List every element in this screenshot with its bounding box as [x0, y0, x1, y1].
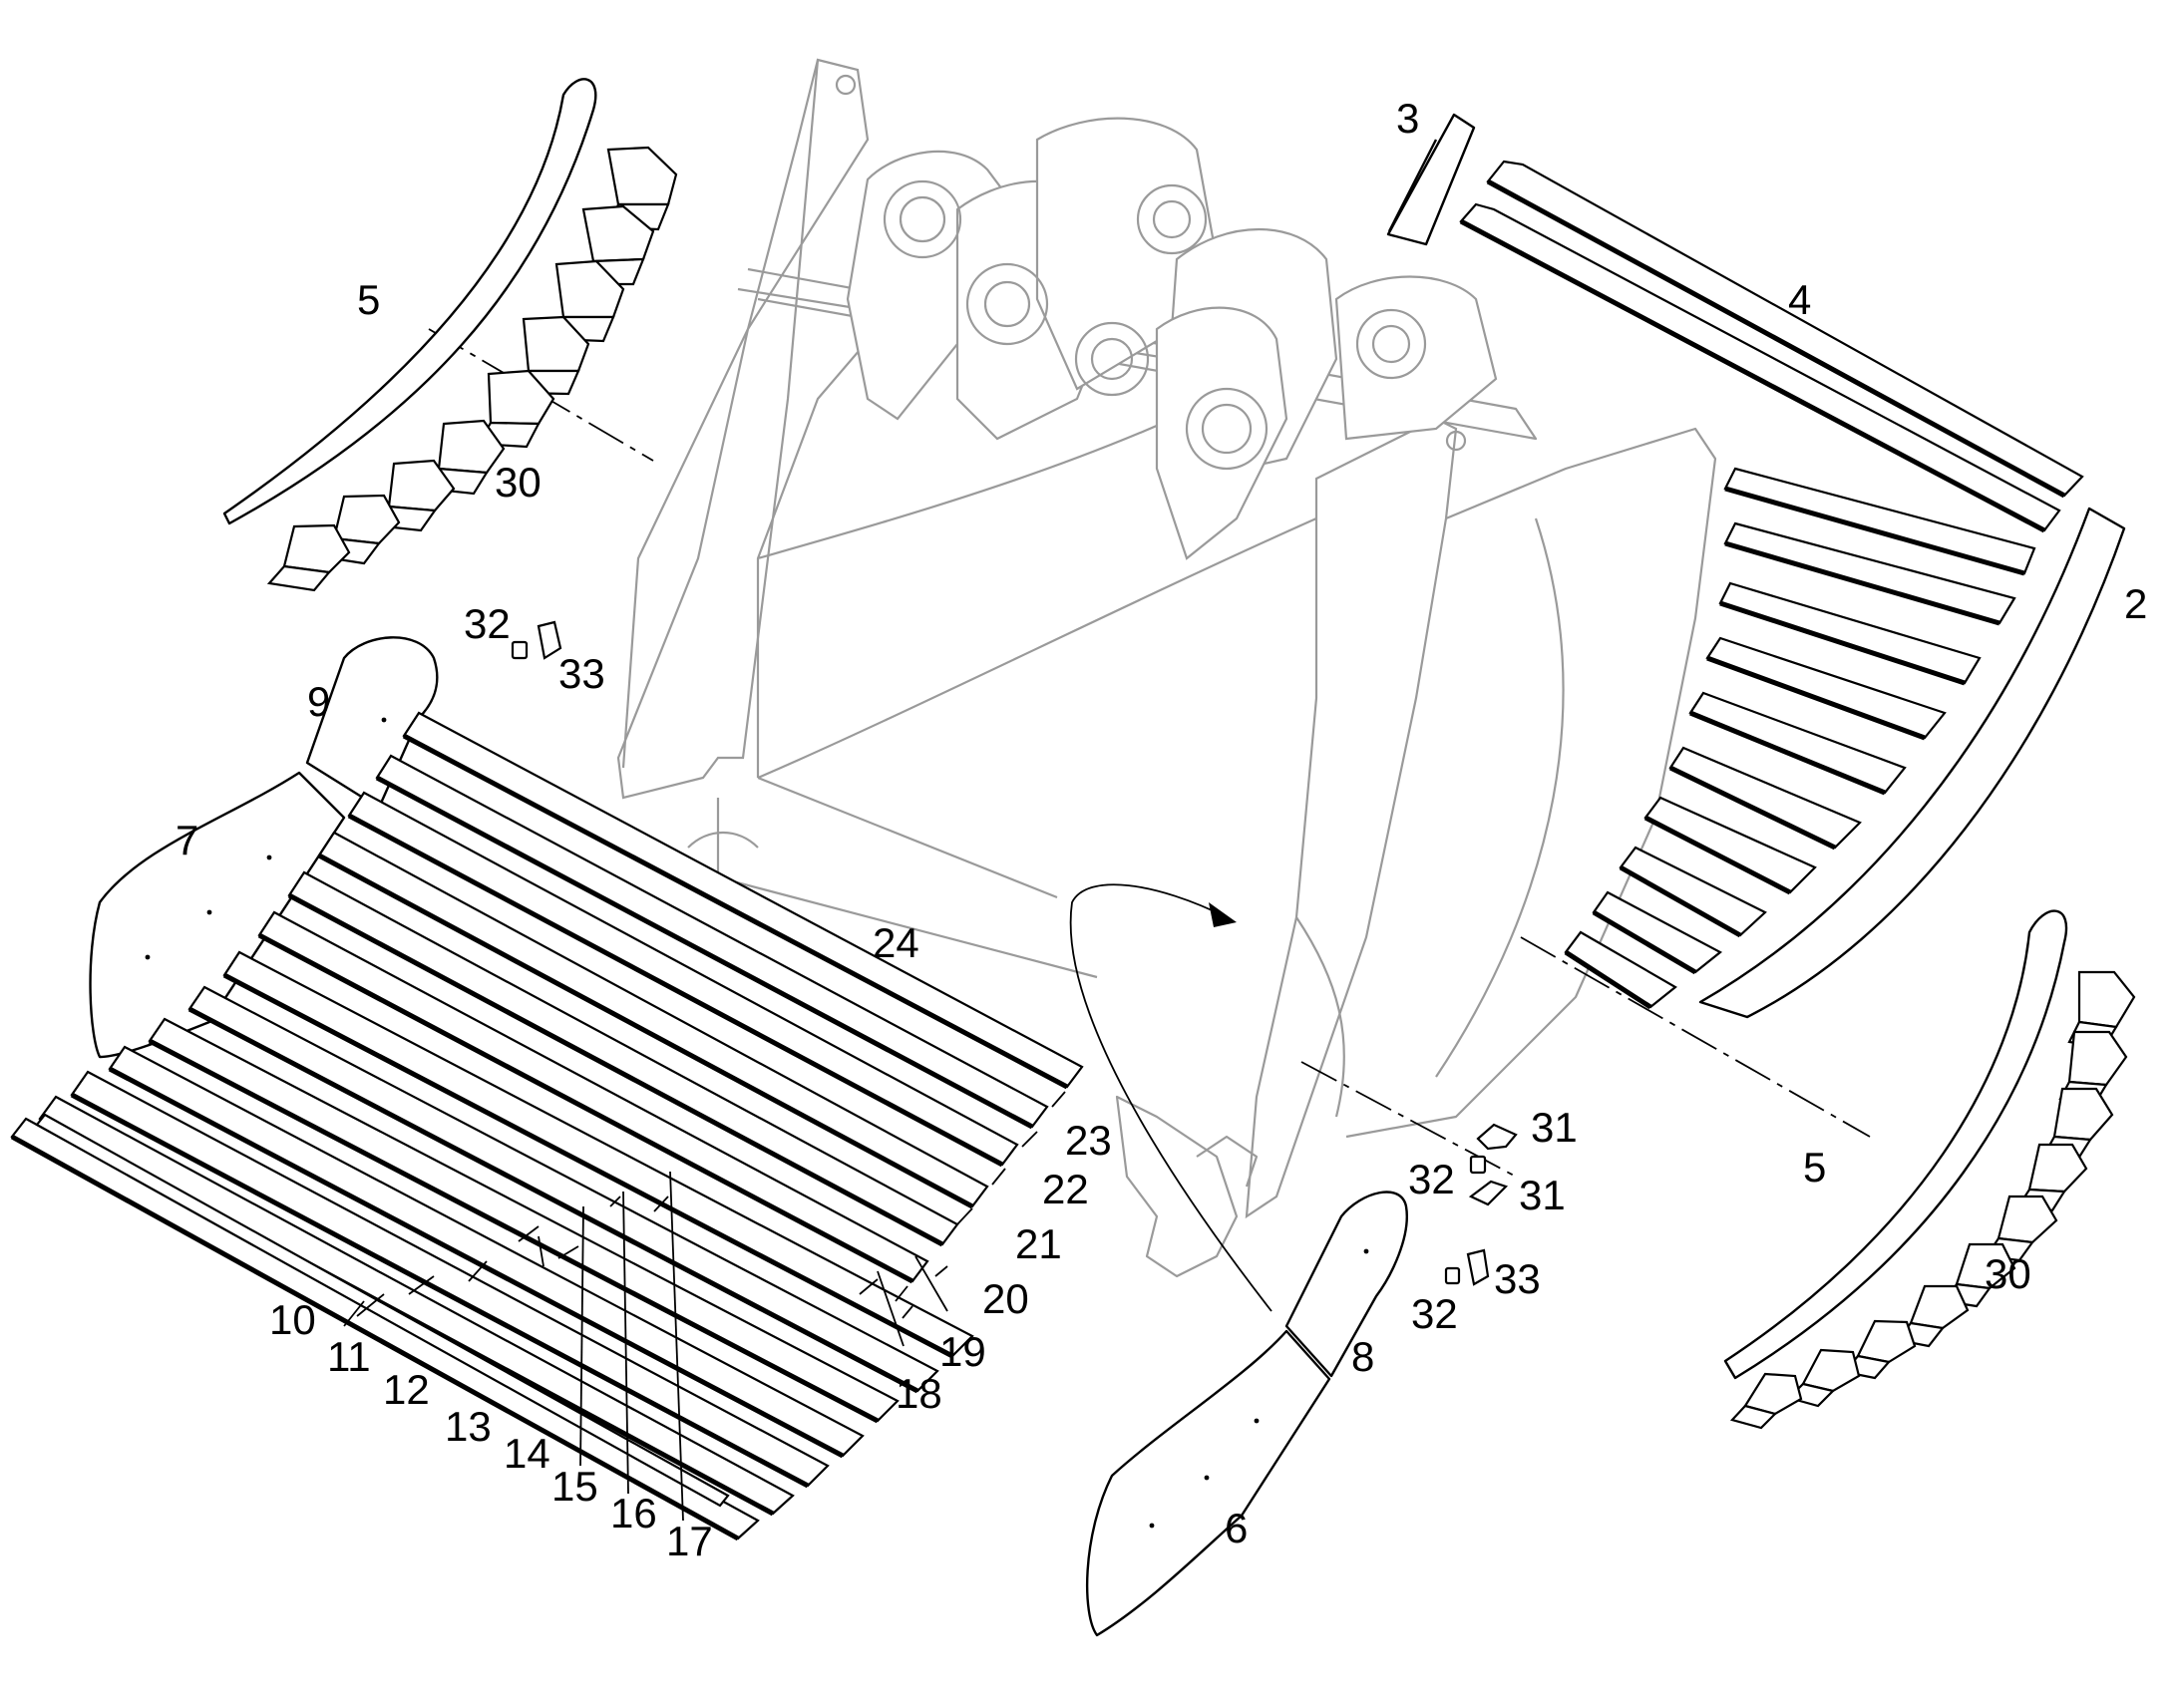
- callout-3: 3: [1396, 95, 1419, 142]
- callout-2: 2: [2124, 580, 2147, 627]
- callout-7: 7: [176, 817, 198, 863]
- part-30-pads-lower-right: [1729, 970, 2136, 1430]
- assembly-arrow: [1069, 883, 1272, 1312]
- callout-30-lower: 30: [1985, 1250, 2031, 1297]
- callout-13: 13: [445, 1403, 492, 1450]
- callout-19: 19: [939, 1328, 986, 1375]
- callout-31-lower: 31: [1519, 1172, 1566, 1218]
- part-32-33-upper: [511, 620, 562, 660]
- callout-4: 4: [1788, 276, 1811, 323]
- callout-8: 8: [1351, 1333, 1374, 1380]
- part-31-32-33-right: [1444, 1123, 1518, 1286]
- part-2-curved-strip: [1698, 507, 2126, 1019]
- callout-15: 15: [551, 1463, 598, 1510]
- callout-31-upper: 31: [1531, 1104, 1578, 1151]
- part-5-lower-right: [1723, 909, 2068, 1380]
- part-3-strip: [1386, 113, 1476, 246]
- callout-10: 10: [269, 1296, 316, 1343]
- callout-17: 17: [666, 1518, 713, 1564]
- callout-9: 9: [307, 678, 330, 725]
- callout-32-upper: 32: [464, 600, 511, 647]
- floor-liner-strips: [10, 711, 1084, 1541]
- part-4-strips: [1459, 160, 2084, 533]
- part-30-pads-upper-left: [266, 146, 678, 592]
- callout-6: 6: [1225, 1505, 1248, 1551]
- part-9-side-plate: [305, 636, 439, 810]
- callout-30-upper: 30: [495, 459, 542, 506]
- callout-12: 12: [383, 1366, 430, 1413]
- callout-32-lower: 32: [1411, 1290, 1458, 1337]
- callout-labels: 2 3 4 5 5 6 7 8 9 10 11 12 13 14 15 16 1…: [176, 95, 2147, 1564]
- callout-21: 21: [1015, 1220, 1062, 1267]
- callout-24: 24: [873, 919, 919, 966]
- callout-11: 11: [327, 1333, 371, 1380]
- callout-20: 20: [982, 1275, 1029, 1322]
- callout-33-upper: 33: [558, 650, 605, 697]
- part-5-upper-left: [222, 78, 597, 525]
- right-liner-strips: [1564, 467, 2036, 1010]
- callout-5-lower: 5: [1803, 1144, 1826, 1191]
- callout-32-middle: 32: [1408, 1156, 1455, 1202]
- part-6-side-plate: [1085, 1329, 1331, 1637]
- bucket-body: [616, 58, 1717, 1278]
- callout-18: 18: [896, 1370, 942, 1417]
- callout-22: 22: [1042, 1166, 1089, 1212]
- callout-5-upper: 5: [357, 276, 380, 323]
- callout-23: 23: [1065, 1117, 1112, 1164]
- callout-16: 16: [610, 1490, 657, 1537]
- part-8-side-plate: [1284, 1191, 1408, 1378]
- callout-33-lower: 33: [1494, 1255, 1541, 1302]
- callout-14: 14: [504, 1430, 550, 1477]
- floor-strip-leaders: [343, 1091, 1066, 1522]
